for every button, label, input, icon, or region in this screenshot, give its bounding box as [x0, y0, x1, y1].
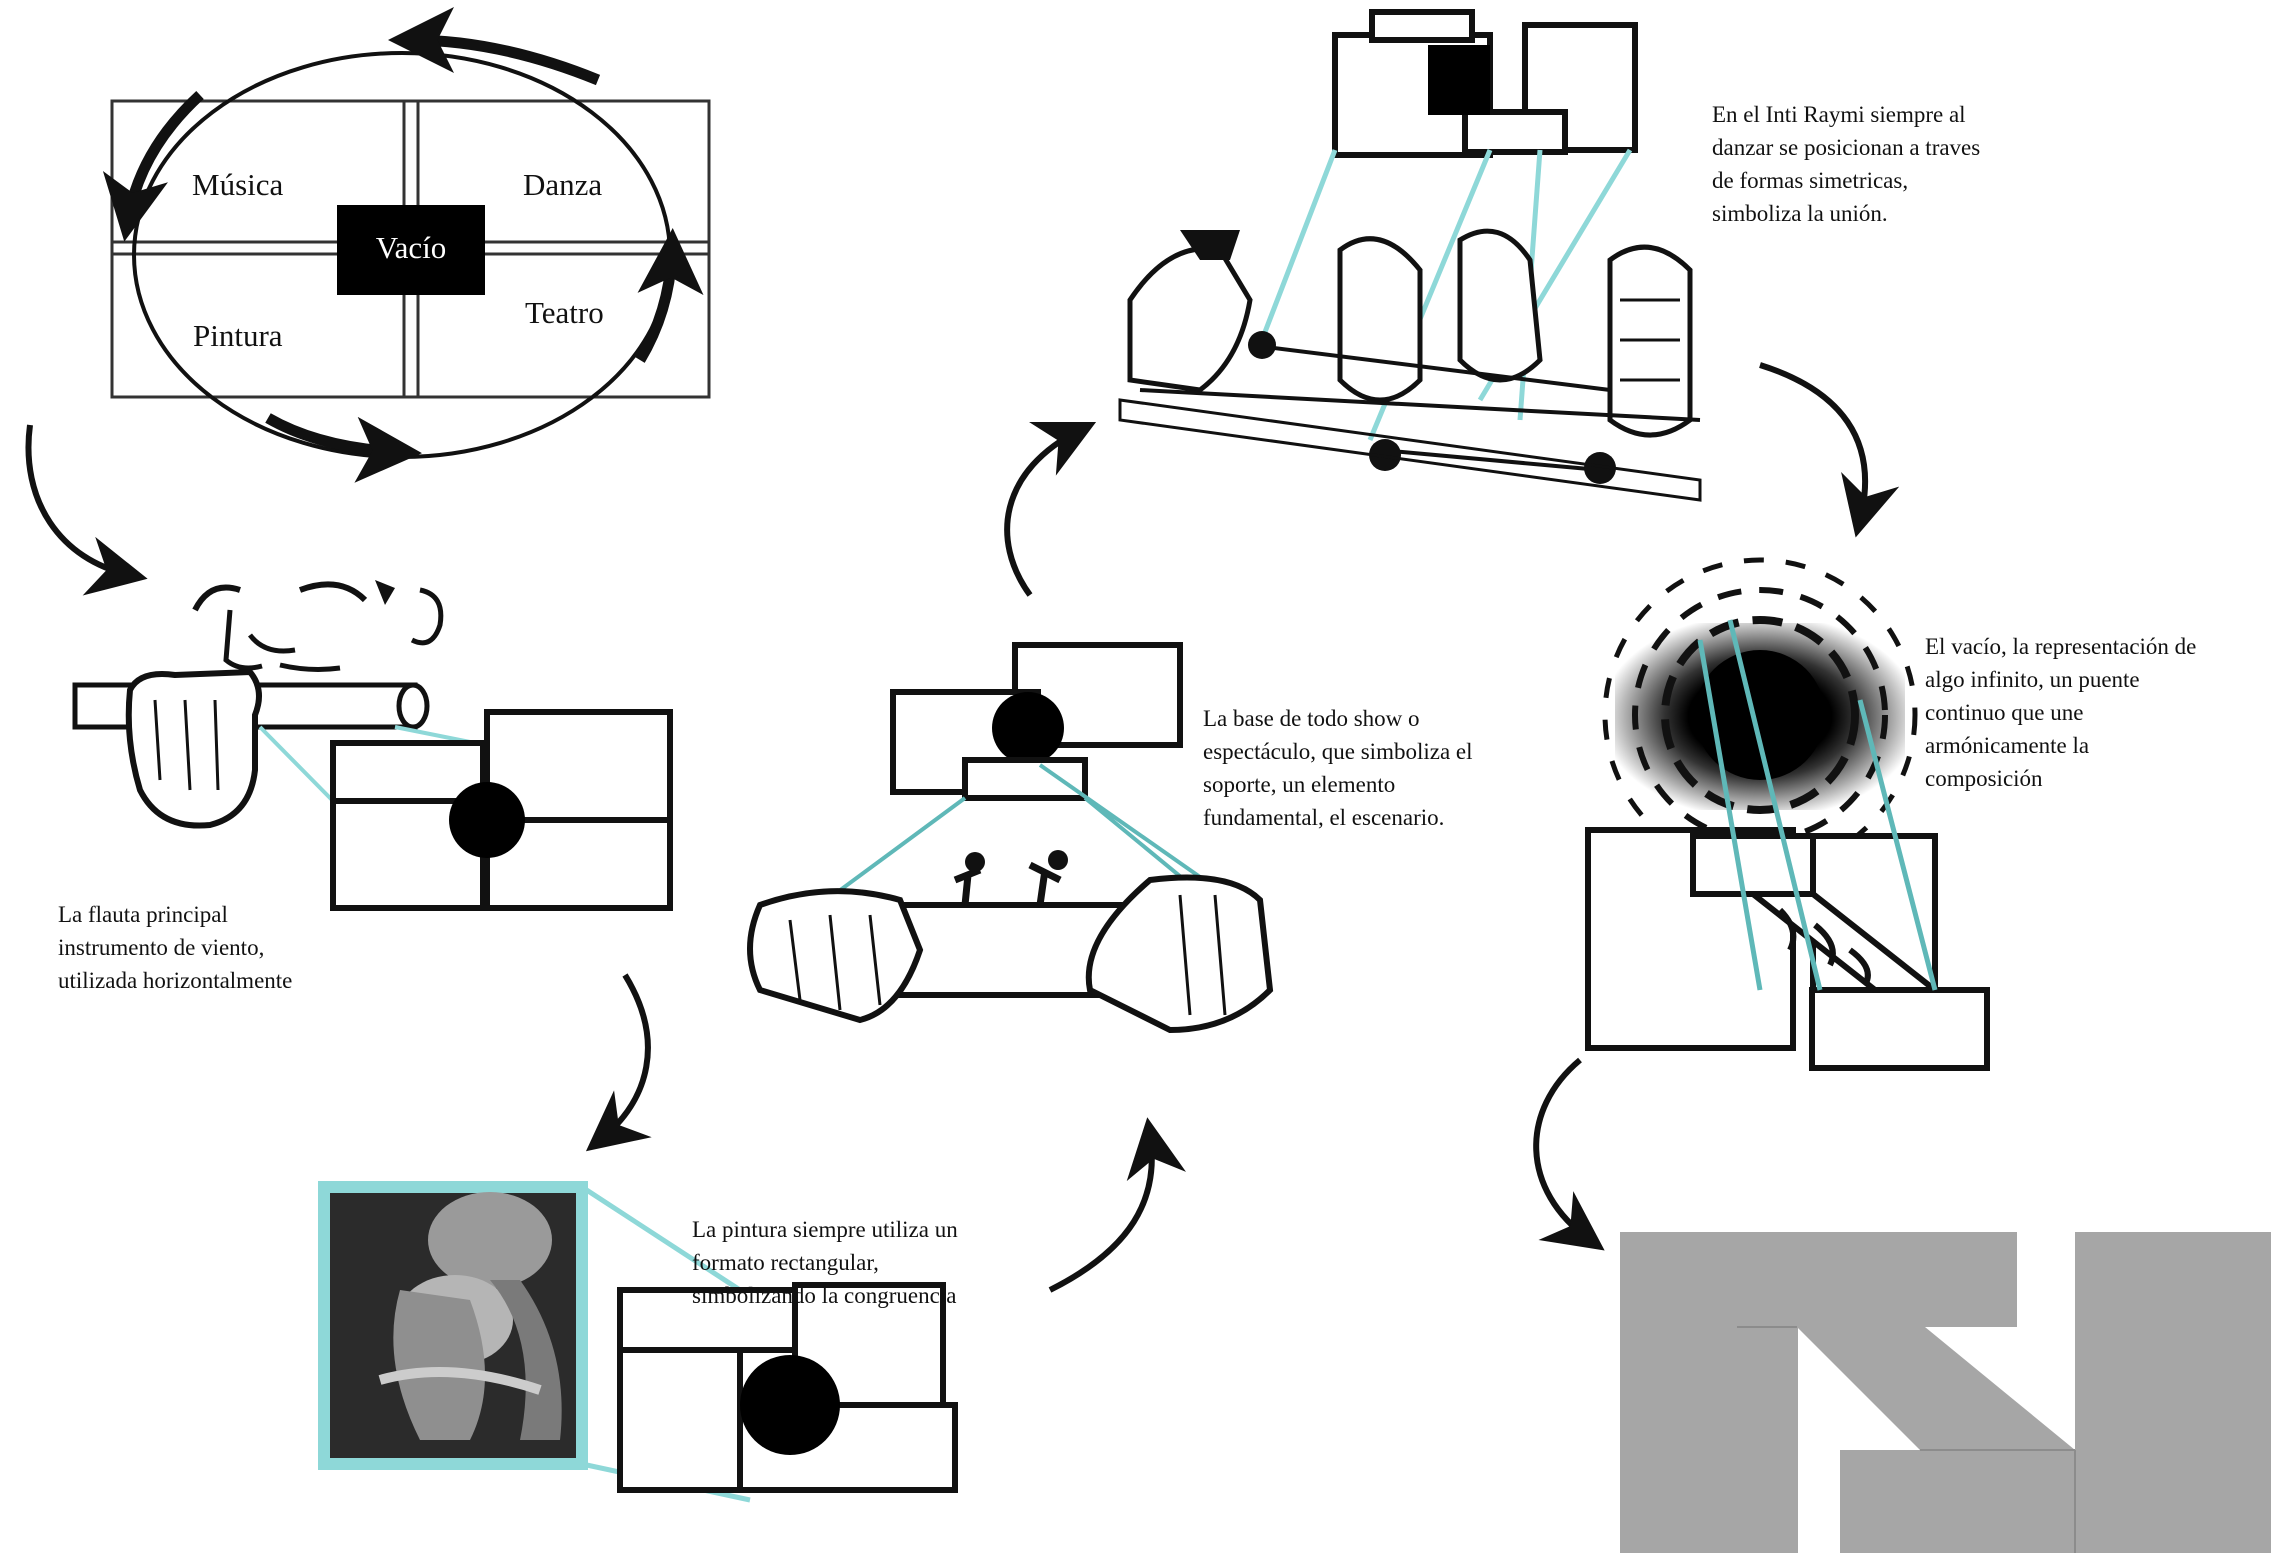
label-pintura: Pintura [193, 318, 283, 353]
caption-void: El vacío, la representación de algo infi… [1925, 630, 2196, 795]
vortex-icon [1605, 560, 1915, 870]
caption-dance: En el Inti Raymi siempre al danzar se po… [1712, 98, 1980, 230]
flute-player-icon [75, 580, 670, 908]
module-mark-icon [333, 712, 670, 908]
module-mark-icon [893, 645, 1180, 798]
module-mark-icon [1335, 12, 1635, 155]
flow-arrow-icon [28, 425, 130, 575]
cycle-arrow-icon [410, 40, 598, 80]
hands-stage-icon [750, 645, 1270, 1030]
label-danza: Danza [523, 167, 602, 202]
cycle-arrow-icon [268, 418, 400, 452]
flow-arrow-icon [1760, 365, 1865, 520]
caption-flute: La flauta principal instrumento de vient… [58, 898, 292, 997]
flow-arrow-icon [600, 975, 648, 1140]
logo-mark-icon [1620, 1232, 2271, 1553]
label-teatro: Teatro [525, 295, 604, 330]
caption-painting: La pintura siempre utiliza un formato re… [692, 1213, 958, 1312]
flow-arrow-icon [1007, 430, 1080, 595]
dancers-icon [1120, 12, 1700, 500]
flow-arrow-icon [1050, 1135, 1152, 1290]
label-vacio: Vacío [376, 230, 447, 265]
flow-arrow-icon [1536, 1060, 1590, 1240]
quadrant-cycle-diagram: Música Danza Pintura Teatro Vacío [112, 40, 709, 457]
caption-stage: La base de todo show o espectáculo, que … [1203, 702, 1473, 834]
label-musica: Música [192, 167, 284, 202]
module-mark-icon [620, 1285, 955, 1490]
